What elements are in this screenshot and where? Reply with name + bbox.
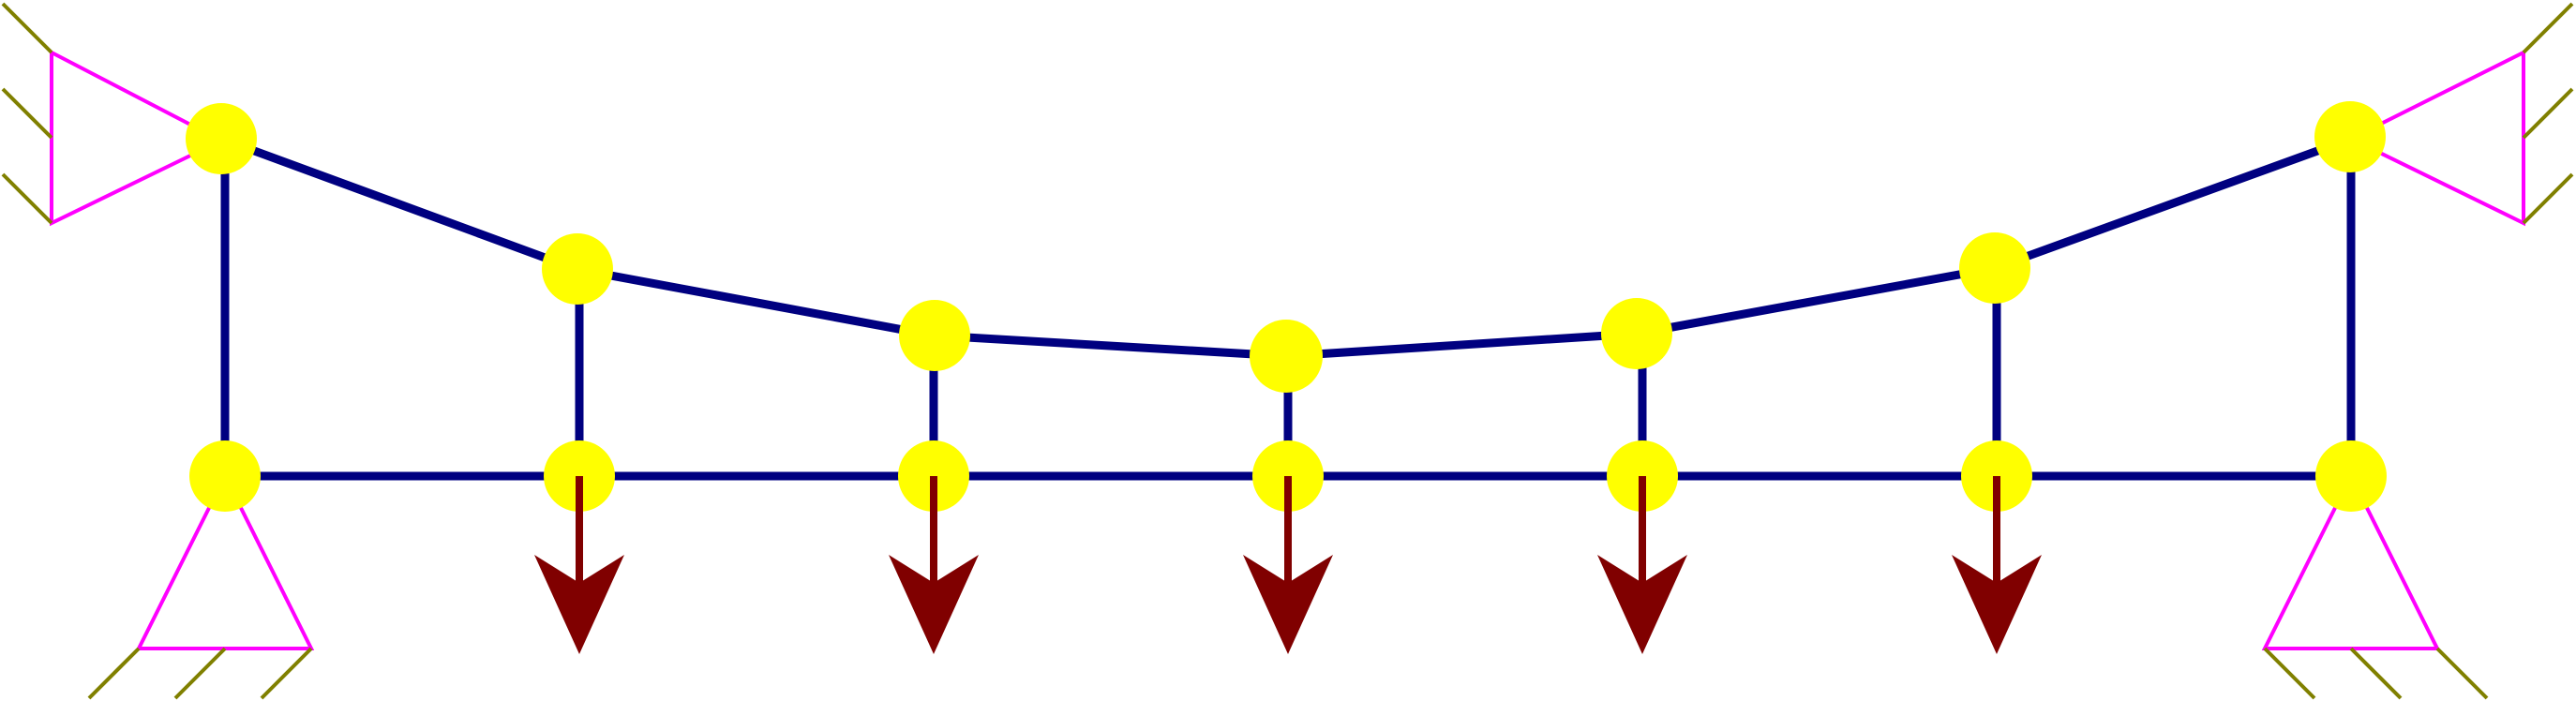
load-arrow — [1243, 476, 1333, 654]
load-arrow — [534, 476, 624, 654]
load-arrow — [1597, 476, 1687, 654]
load-arrow — [889, 476, 979, 654]
support-bottom-left — [87, 471, 315, 700]
support-top-left — [1, 2, 226, 227]
bottom-node — [2315, 440, 2387, 512]
load-arrows — [534, 476, 2042, 654]
down-arrow-icon — [1952, 555, 2042, 654]
truss-nodes — [186, 101, 2387, 512]
bottom-node — [189, 440, 261, 512]
ground-hatch — [1, 2, 53, 225]
ground-hatch — [2522, 2, 2574, 225]
top-node — [899, 300, 970, 371]
down-arrow-icon — [534, 555, 624, 654]
support-bottom-right — [2261, 471, 2489, 700]
top-node — [542, 233, 613, 305]
down-arrow-icon — [1597, 555, 1687, 654]
down-arrow-icon — [1243, 555, 1333, 654]
truss-members — [217, 134, 2356, 481]
top-node — [1250, 320, 1323, 393]
top-node — [1601, 298, 1672, 369]
ground-hatch — [2263, 647, 2489, 700]
top-node — [2314, 101, 2386, 172]
load-arrow — [1952, 476, 2042, 654]
top-node — [1959, 232, 2030, 304]
down-arrow-icon — [889, 555, 979, 654]
top-node — [186, 103, 257, 174]
support-top-right — [2346, 2, 2574, 227]
ground-hatch — [87, 647, 313, 700]
